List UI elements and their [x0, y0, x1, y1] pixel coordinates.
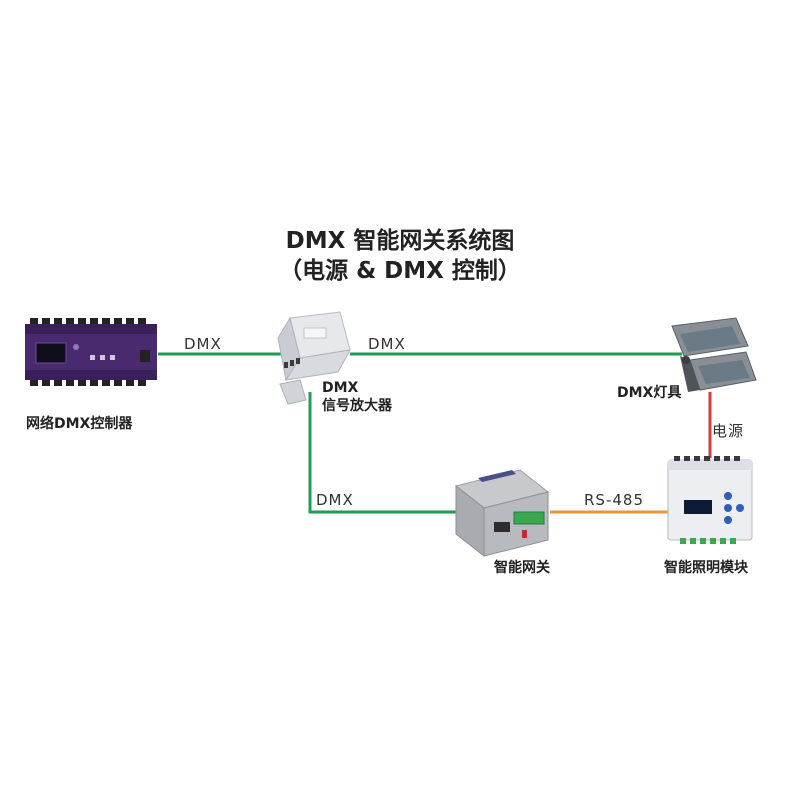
label-lighting-module: 智能照明模块: [664, 560, 748, 576]
label-dmx-controller-amp: DMX: [184, 335, 222, 353]
title-line-2: （电源 & DMX 控制）: [279, 258, 521, 284]
label-dmx-amp-gateway: DMX: [316, 491, 354, 509]
label-amplifier-1: DMX: [322, 380, 359, 396]
label-power: 电源: [712, 422, 745, 440]
label-amplifier-2: 信号放大器: [322, 398, 392, 414]
dmx-line-amp-gateway: [308, 392, 462, 514]
diagram-title: DMX 智能网关系统图 （电源 & DMX 控制）: [0, 226, 800, 286]
module-display: [684, 500, 712, 514]
label-rs485: RS-485: [584, 491, 644, 509]
lighting-module-device: [667, 456, 753, 544]
dmx-fixture-device: [671, 317, 757, 392]
label-dmx-amp-fixture: DMX: [368, 335, 406, 353]
gateway-device: [454, 469, 550, 558]
label-controller: 网络DMX控制器: [26, 416, 133, 432]
controller-screen: [35, 342, 67, 364]
dmx-amplifier-device: [277, 311, 351, 405]
dmx-controller-device: [25, 318, 157, 386]
title-line-1: DMX 智能网关系统图: [285, 228, 515, 254]
label-fixture: DMX灯具: [617, 385, 682, 401]
label-gateway: 智能网关: [494, 560, 550, 576]
